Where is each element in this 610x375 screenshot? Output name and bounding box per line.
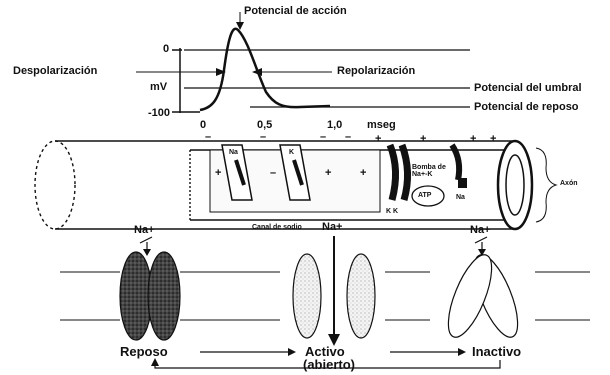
repolarizacion-arrow	[252, 68, 332, 76]
umbral-label: Potencial del umbral	[474, 83, 582, 94]
state-reposo: Reposo	[120, 345, 168, 358]
canal-sodio-label: Canal de sodio	[252, 224, 302, 231]
svg-text:–: –	[345, 131, 351, 143]
ion-label-left: Na+	[134, 225, 155, 236]
state-inactivo: Inactivo	[472, 345, 521, 358]
despolarizacion-label: Despolarización	[13, 66, 97, 77]
svg-text:+: +	[215, 167, 221, 179]
svg-text:–: –	[270, 167, 276, 179]
svg-text:+: +	[375, 133, 381, 145]
y-tick-unit: mV	[150, 82, 167, 93]
graph-title: Potencial de acción	[244, 6, 347, 17]
graph-axes	[172, 48, 200, 113]
action-potential-curve	[200, 29, 330, 110]
k-k-label: K K	[386, 208, 398, 215]
svg-text:+: +	[325, 167, 331, 179]
svg-text:–: –	[260, 131, 266, 143]
x-tick-1-0: 1,0	[327, 120, 342, 131]
svg-text:+: +	[360, 167, 366, 179]
reposo-channel	[120, 252, 180, 340]
ion-arrows	[140, 237, 487, 256]
y-tick-0: 0	[163, 44, 169, 55]
repolarizacion-label: Repolarización	[337, 66, 415, 77]
reposo-potential-label: Potencial de reposo	[474, 102, 579, 113]
k-channel-label: K	[289, 149, 294, 156]
y-tick-minus100: -100	[148, 108, 170, 119]
na-pump-label: Na	[456, 194, 465, 201]
despolarizacion-arrow	[136, 68, 226, 76]
axon-brace	[536, 148, 556, 222]
x-tick-0: 0	[200, 120, 206, 131]
activo-channel	[293, 236, 375, 346]
svg-text:+: +	[490, 133, 496, 145]
peak-arrow	[236, 12, 244, 30]
ion-label-right: Na+	[470, 225, 491, 236]
svg-text:+: +	[420, 133, 426, 145]
x-unit: mseg	[367, 120, 396, 131]
axon-end-cap	[498, 141, 532, 229]
svg-text:+: +	[470, 133, 476, 145]
atp-label: ATP	[418, 192, 431, 199]
svg-text:–: –	[320, 131, 326, 143]
svg-text:–: –	[205, 131, 211, 143]
na-channel-label: Na	[229, 149, 238, 156]
axon-label: Axón	[560, 180, 578, 187]
ion-label-mid: Na+	[322, 222, 343, 233]
state-abierto: (abierto)	[303, 358, 355, 371]
x-tick-0-5: 0,5	[257, 120, 272, 131]
bomba-label: Bomba de Na+-K	[412, 164, 452, 178]
inactivo-channel	[440, 250, 527, 343]
